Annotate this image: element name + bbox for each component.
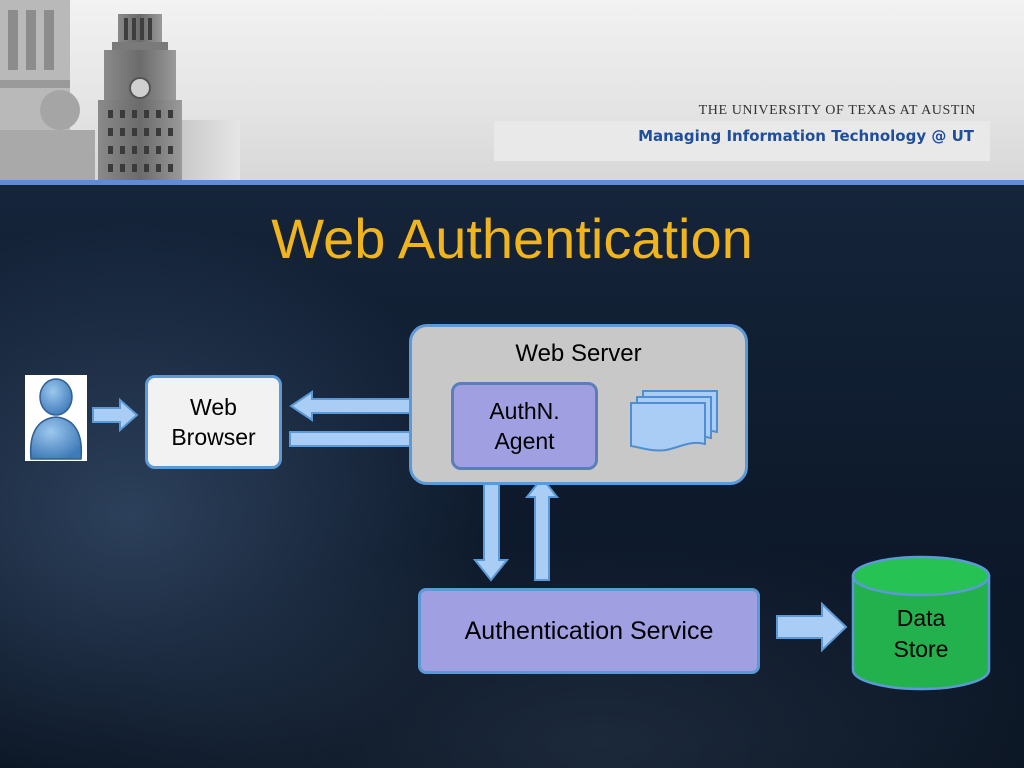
data-store-label-line2: Store	[893, 636, 949, 662]
slide-title: Web Authentication	[271, 207, 753, 270]
data-store-label: Data Store	[853, 603, 989, 665]
authn-agent-label-line1: AuthN.	[489, 398, 560, 424]
web-server-label: Web Server	[515, 340, 642, 367]
department-banner	[494, 121, 990, 161]
arrow-agent-to-service	[472, 477, 510, 582]
arrow-service-to-agent	[524, 476, 560, 581]
authentication-service-node: Authentication Service	[418, 588, 760, 674]
arrow-user-to-browser	[92, 397, 139, 433]
user-icon	[25, 375, 87, 461]
header-divider	[0, 180, 1024, 185]
university-name: THE UNIVERSITY OF TEXAS AT AUSTIN	[698, 103, 976, 118]
authentication-service-label: Authentication Service	[464, 616, 714, 645]
authn-agent-label-line2: Agent	[494, 428, 555, 454]
data-store-label-line1: Data	[896, 605, 946, 631]
web-browser-label-line2: Browser	[171, 424, 256, 450]
authn-agent-node: AuthN. Agent	[451, 382, 598, 470]
department-name: Managing Information Technology @ UT	[638, 127, 974, 145]
tower-image	[0, 0, 240, 180]
web-browser-node: Web Browser	[145, 375, 282, 469]
arrow-service-to-datastore	[776, 601, 848, 653]
web-browser-label-line1: Web	[190, 394, 237, 420]
